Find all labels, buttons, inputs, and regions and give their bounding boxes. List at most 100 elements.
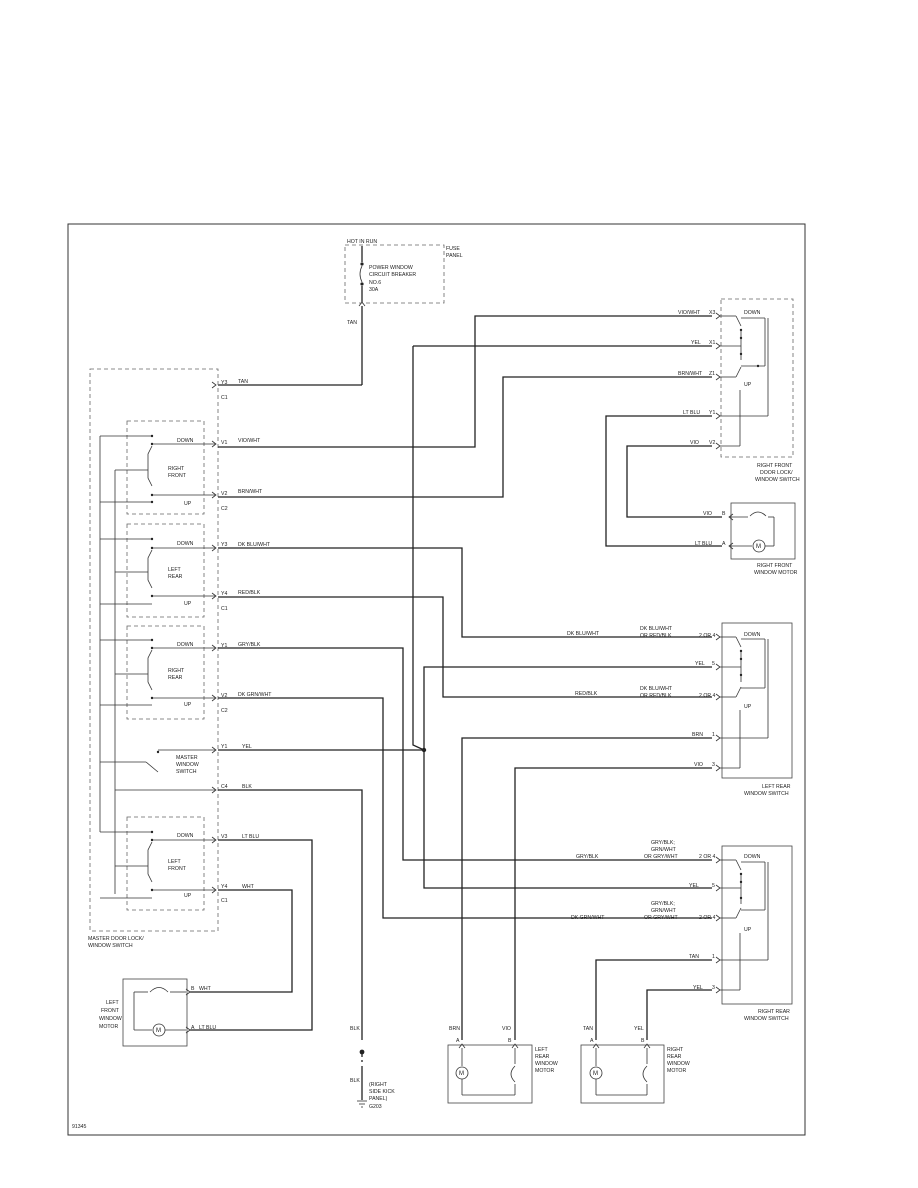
svg-text:C2: C2 xyxy=(221,708,228,714)
svg-text:UP: UP xyxy=(184,702,192,708)
svg-text:RED/BLK: RED/BLK xyxy=(238,590,261,596)
svg-text:LT BLU: LT BLU xyxy=(242,834,259,840)
svg-text:VIO/WHT: VIO/WHT xyxy=(678,310,701,316)
svg-text:M: M xyxy=(593,1071,598,1077)
svg-text:OR GRY/WHT: OR GRY/WHT xyxy=(644,915,678,921)
svg-text:VIO: VIO xyxy=(502,1026,511,1032)
svg-text:REAR: REAR xyxy=(535,1054,550,1060)
svg-text:GRY/BLK;: GRY/BLK; xyxy=(651,901,675,907)
breaker-line-3: NO.6 xyxy=(369,280,381,286)
svg-text:A: A xyxy=(722,541,726,547)
svg-text:A: A xyxy=(191,1025,195,1031)
rr-window-motor: RIGHT REAR WINDOW MOTOR TAN YEL A B M xyxy=(580,1026,690,1104)
svg-text:DK BLU/WHT: DK BLU/WHT xyxy=(567,631,600,637)
feed-wire-label: TAN xyxy=(347,320,357,326)
svg-text:OR GRY/WHT: OR GRY/WHT xyxy=(644,854,678,860)
svg-text:Y4: Y4 xyxy=(221,591,227,597)
fuse-panel-label-1: FUSE xyxy=(446,246,460,252)
svg-text:WINDOW SWITCH: WINDOW SWITCH xyxy=(744,1016,789,1022)
svg-text:UP: UP xyxy=(744,382,752,388)
svg-text:YEL: YEL xyxy=(689,883,699,889)
breaker-line-1: POWER WINDOW xyxy=(369,265,413,271)
svg-text:WINDOW: WINDOW xyxy=(667,1061,690,1067)
svg-text:WHT: WHT xyxy=(199,986,212,992)
svg-text:RED/BLK: RED/BLK xyxy=(575,691,598,697)
svg-text:Y3: Y3 xyxy=(221,380,227,386)
svg-text:DK BLU/WHT: DK BLU/WHT xyxy=(238,542,271,548)
svg-text:LEFT: LEFT xyxy=(168,567,182,573)
svg-text:GRN/WHT: GRN/WHT xyxy=(651,908,677,914)
master-title-2: WINDOW SWITCH xyxy=(88,943,133,949)
svg-text:PANEL): PANEL) xyxy=(369,1096,388,1102)
svg-text:OR RED/BLK: OR RED/BLK xyxy=(640,633,672,639)
svg-text:SWITCH: SWITCH xyxy=(176,769,197,775)
svg-text:UP: UP xyxy=(744,704,752,710)
svg-text:VIO: VIO xyxy=(703,511,712,517)
svg-text:LEFT: LEFT xyxy=(168,859,182,865)
svg-text:C1: C1 xyxy=(221,606,228,612)
ground-g203: BLK BLK (RIGHT SIDE KICK PANEL) G203 xyxy=(350,1026,395,1110)
svg-text:V1: V1 xyxy=(221,440,227,446)
svg-text:WINDOW: WINDOW xyxy=(176,762,199,768)
svg-text:5: 5 xyxy=(712,661,715,667)
hot-in-run-label: HOT IN RUN xyxy=(347,239,377,245)
svg-text:Y1: Y1 xyxy=(221,643,227,649)
svg-text:DK BLU/WHT: DK BLU/WHT xyxy=(640,686,673,692)
svg-text:LT BLU: LT BLU xyxy=(683,410,700,416)
svg-text:DK GRN/WHT: DK GRN/WHT xyxy=(571,915,605,921)
svg-text:YEL: YEL xyxy=(242,744,252,750)
svg-text:LEFT: LEFT xyxy=(535,1047,549,1053)
svg-text:V2: V2 xyxy=(221,693,227,699)
svg-text:Y1: Y1 xyxy=(221,744,227,750)
svg-text:TAN: TAN xyxy=(583,1026,593,1032)
svg-text:1: 1 xyxy=(712,954,715,960)
svg-text:LT BLU: LT BLU xyxy=(695,541,712,547)
svg-text:REAR: REAR xyxy=(168,574,183,580)
master-window-switch: MASTER WINDOW SWITCH xyxy=(100,749,215,791)
rf-door-lock-window-switch: RIGHT FRONT DOOR LOCK/ WINDOW SWITCH VIO… xyxy=(678,298,800,483)
svg-text:DOWN: DOWN xyxy=(744,854,761,860)
svg-text:DK GRN/WHT: DK GRN/WHT xyxy=(238,692,272,698)
svg-text:MOTOR: MOTOR xyxy=(535,1068,554,1074)
rr-window-switch: RIGHT REAR WINDOW SWITCH GRY/BLK GRY/BLK… xyxy=(571,840,793,1022)
svg-text:M: M xyxy=(756,544,761,550)
master-section-left-front: DOWN UP LEFT FRONT xyxy=(100,816,215,911)
svg-text:B: B xyxy=(508,1038,512,1044)
svg-text:DOOR LOCK/: DOOR LOCK/ xyxy=(760,470,793,476)
svg-text:VIO/WHT: VIO/WHT xyxy=(238,438,261,444)
svg-text:LEFT REAR: LEFT REAR xyxy=(762,784,791,790)
fuse-panel: HOT IN RUN FUSE PANEL POWER WINDOW CIRCU… xyxy=(218,239,463,386)
svg-text:1: 1 xyxy=(712,732,715,738)
svg-text:WINDOW SWITCH: WINDOW SWITCH xyxy=(755,477,800,483)
lr-brn-wire xyxy=(461,737,712,1040)
svg-text:Z1: Z1 xyxy=(709,371,715,377)
svg-text:DK BLU/WHT: DK BLU/WHT xyxy=(640,626,673,632)
master-section-left-rear: DOWN UP LEFT REAR xyxy=(100,523,215,618)
svg-text:B: B xyxy=(191,986,195,992)
svg-text:DOWN: DOWN xyxy=(177,541,194,547)
svg-text:WHT: WHT xyxy=(242,884,255,890)
rf-vio-wire xyxy=(626,445,722,518)
svg-text:WINDOW SWITCH: WINDOW SWITCH xyxy=(744,791,789,797)
svg-text:GRY/BLK: GRY/BLK xyxy=(238,642,261,648)
svg-text:UP: UP xyxy=(184,893,192,899)
svg-text:REAR: REAR xyxy=(168,675,183,681)
svg-text:RIGHT FRONT: RIGHT FRONT xyxy=(757,563,793,569)
master-section-right-front: DOWN UP RIGHT FRONT xyxy=(100,420,215,515)
svg-text:Y3: Y3 xyxy=(221,542,227,548)
svg-text:WINDOW MOTOR: WINDOW MOTOR xyxy=(754,570,798,576)
master-section-right-rear: DOWN UP RIGHT REAR xyxy=(100,625,215,720)
svg-text:C4: C4 xyxy=(221,784,228,790)
rf-name-1: RIGHT xyxy=(168,466,185,472)
svg-text:C1: C1 xyxy=(221,395,228,401)
lr-window-motor: LEFT REAR WINDOW MOTOR BRN VIO A B M xyxy=(447,1026,558,1104)
rf-up-label: UP xyxy=(184,501,192,507)
master-switch: MASTER DOOR LOCK/ WINDOW SWITCH Y3 C1 V1… xyxy=(88,368,228,949)
svg-text:C2: C2 xyxy=(221,506,228,512)
svg-text:2 OR 4: 2 OR 4 xyxy=(699,633,716,639)
svg-text:A: A xyxy=(456,1038,460,1044)
rr-tan-wire xyxy=(595,959,712,1040)
svg-text:A: A xyxy=(590,1038,594,1044)
svg-text:BLK: BLK xyxy=(242,784,252,790)
svg-text:G203: G203 xyxy=(369,1104,382,1110)
